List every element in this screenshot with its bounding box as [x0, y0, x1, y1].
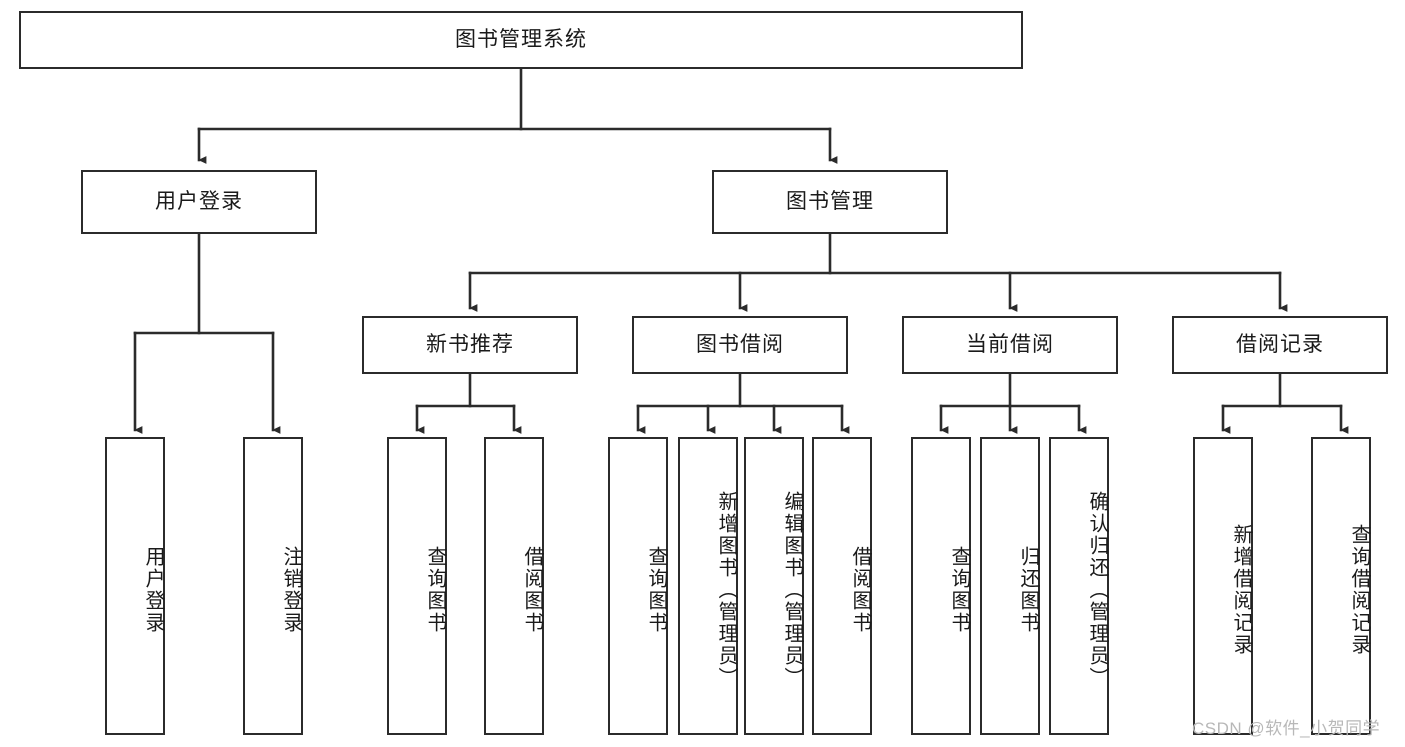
node-label: 新增图书（管理员） [715, 491, 737, 689]
node-new-book-recommend[interactable]: 新书推荐 [362, 316, 578, 374]
node-book-management[interactable]: 图书管理 [712, 170, 948, 234]
leaf-new-book-borrow-book[interactable]: 借阅图书 [484, 437, 544, 735]
node-label: 当前借阅 [966, 333, 1054, 357]
node-label: 归还图书 [1017, 546, 1039, 634]
node-root-book-management-system[interactable]: 图书管理系统 [19, 11, 1023, 69]
leaf-borrow-record-add-record[interactable]: 新增借阅记录 [1193, 437, 1253, 735]
node-label: 图书管理系统 [455, 28, 587, 52]
node-label: 查询图书 [948, 546, 970, 634]
node-borrow-record[interactable]: 借阅记录 [1172, 316, 1388, 374]
node-user-login[interactable]: 用户登录 [81, 170, 317, 234]
leaf-user-login-logout[interactable]: 注销登录 [243, 437, 303, 735]
node-label: 查询图书 [424, 546, 446, 634]
node-label: 图书借阅 [696, 333, 784, 357]
leaf-new-book-query-book[interactable]: 查询图书 [387, 437, 447, 735]
node-current-borrow[interactable]: 当前借阅 [902, 316, 1118, 374]
node-label: 编辑图书（管理员） [781, 491, 803, 689]
leaf-current-borrow-return-book[interactable]: 归还图书 [980, 437, 1040, 735]
node-label: 确认归还（管理员） [1086, 491, 1108, 689]
node-label: 查询借阅记录 [1348, 524, 1370, 656]
node-label: 借阅记录 [1236, 333, 1324, 357]
leaf-book-borrow-edit-book-admin[interactable]: 编辑图书（管理员） [744, 437, 804, 735]
leaf-current-borrow-query-book[interactable]: 查询图书 [911, 437, 971, 735]
leaf-book-borrow-add-book-admin[interactable]: 新增图书（管理员） [678, 437, 738, 735]
node-label: 查询图书 [645, 546, 667, 634]
leaf-book-borrow-query-book[interactable]: 查询图书 [608, 437, 668, 735]
leaf-user-login-login[interactable]: 用户登录 [105, 437, 165, 735]
node-label: 注销登录 [280, 546, 302, 634]
node-book-borrow[interactable]: 图书借阅 [632, 316, 848, 374]
node-label: 用户登录 [155, 190, 243, 214]
leaf-book-borrow-borrow-book[interactable]: 借阅图书 [812, 437, 872, 735]
leaf-current-borrow-confirm-return-admin[interactable]: 确认归还（管理员） [1049, 437, 1109, 735]
node-label: 借阅图书 [849, 546, 871, 634]
node-label: 新书推荐 [426, 333, 514, 357]
node-label: 新增借阅记录 [1230, 524, 1252, 656]
node-label: 借阅图书 [521, 546, 543, 634]
csdn-watermark: CSDN @软件_小贺同学 [1192, 719, 1381, 738]
node-label: 用户登录 [142, 546, 164, 634]
node-label: 图书管理 [786, 190, 874, 214]
leaf-borrow-record-query-record[interactable]: 查询借阅记录 [1311, 437, 1371, 735]
